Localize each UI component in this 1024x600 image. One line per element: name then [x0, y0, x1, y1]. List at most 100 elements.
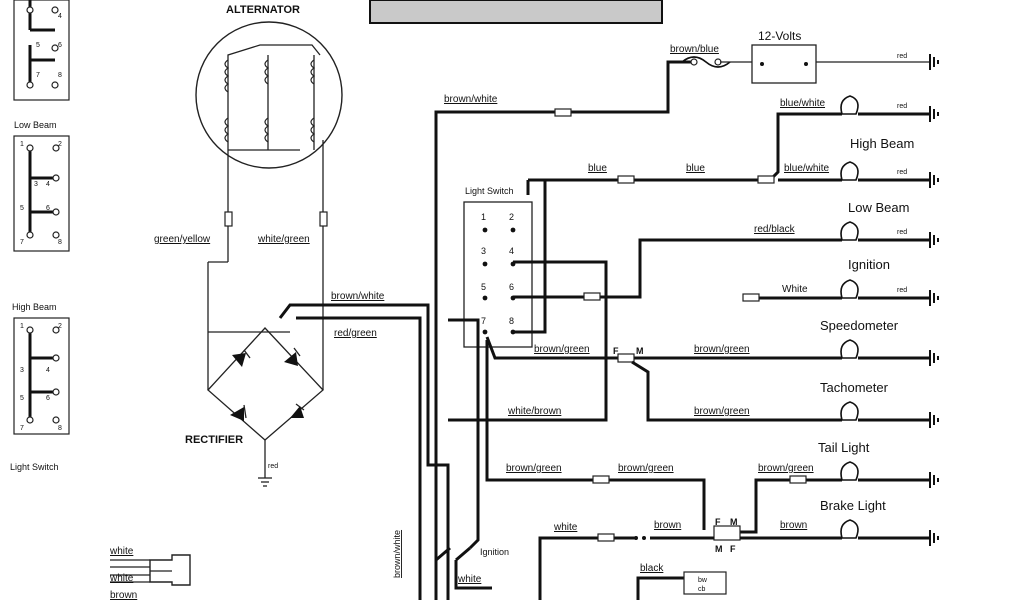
- wire-label-brown-green-1: brown/green: [534, 344, 590, 355]
- wire-label-white-brown: white/brown: [507, 406, 561, 417]
- pin-5: 5: [481, 282, 486, 292]
- indicator-bw: bw: [698, 577, 708, 584]
- side-high-pin-7: 7: [20, 425, 24, 432]
- side-pin-5-top: 5: [36, 42, 40, 49]
- wire-label-red-black: red/black: [754, 224, 796, 235]
- wire-label-blue-1: blue: [588, 163, 607, 174]
- pin-1: 1: [481, 212, 486, 222]
- light-switch-pins: 1 2 3 4 5 6 7 8: [481, 212, 516, 335]
- wire-label-brown-white-mid: brown/white: [331, 291, 385, 302]
- low-beam-label: Low Beam: [848, 200, 909, 215]
- ground-icons: [929, 54, 939, 546]
- wire-label-white-green: white/green: [257, 234, 310, 245]
- wire-label-brown-2: brown: [780, 520, 807, 531]
- side-high-pin-5: 5: [20, 395, 24, 402]
- alternator-symbol: [195, 21, 343, 169]
- ground-label-5: red: [897, 287, 907, 294]
- fuse-icon: [681, 56, 731, 68]
- fm-tag-f2: F: [715, 517, 721, 527]
- side-high-pin-2: 2: [58, 323, 62, 330]
- wire-label-black: black: [640, 563, 664, 574]
- bulb-icon-top: [840, 95, 859, 115]
- bulb-icon-ignition: [840, 279, 859, 299]
- fm-tag-m3: M: [715, 544, 723, 554]
- pin-2: 2: [509, 212, 514, 222]
- wire-label-brown-left: brown: [110, 590, 137, 600]
- side-high-pin-6: 6: [46, 395, 50, 402]
- wire-label-blue-white-2: blue/white: [784, 163, 829, 174]
- pin-7: 7: [481, 316, 486, 326]
- wire-label-brown-blue: brown/blue: [670, 44, 719, 55]
- side-low-pin-8: 8: [58, 239, 62, 246]
- wire-label-green-yellow: green/yellow: [154, 234, 211, 245]
- fm-tag-m1: M: [636, 346, 644, 356]
- pin-8: 8: [509, 316, 514, 326]
- side-low-pin-6: 6: [46, 205, 50, 212]
- ignition-label: Ignition: [848, 257, 890, 272]
- wire-label-white-2: white: [553, 522, 578, 533]
- battery-12v-label: 12-Volts: [758, 29, 801, 43]
- title-bar: [369, 0, 663, 24]
- light-switch-label: Light Switch: [465, 186, 514, 196]
- side-light-switch-label: Light Switch: [10, 462, 59, 472]
- rectifier-label: RECTIFIER: [185, 434, 243, 446]
- pin-6: 6: [509, 282, 514, 292]
- wire-label-red-green: red/green: [334, 328, 377, 339]
- wire-label-blue-white-1: blue/white: [780, 98, 825, 109]
- brake-light-label: Brake Light: [820, 498, 886, 513]
- light-switch-box: [463, 201, 533, 348]
- bulb-icon-tail-light: [840, 461, 859, 481]
- pin-3: 3: [481, 246, 486, 256]
- ground-label-4: red: [897, 229, 907, 236]
- side-low-pin-4: 4: [46, 181, 50, 188]
- wire-label-brown-green-3: brown/green: [694, 406, 750, 417]
- side-low-pin-7: 7: [20, 239, 24, 246]
- wire-label-white-3: white: [457, 574, 482, 585]
- rectifier-bridge: [207, 327, 324, 487]
- bulb-icon-speedometer: [840, 339, 859, 359]
- fm-tag-m2: M: [730, 517, 738, 527]
- wire-label-brown-green-6: brown/green: [758, 463, 814, 474]
- ignition-switch: [435, 318, 480, 562]
- side-low-pin-5: 5: [20, 205, 24, 212]
- side-high-beam-label: High Beam: [12, 302, 57, 312]
- side-high-pin-3: 3: [20, 367, 24, 374]
- bulb-icon-high-beam: [840, 161, 859, 181]
- high-beam-label: High Beam: [850, 136, 914, 151]
- bulbs: [840, 95, 859, 539]
- bulb-icon-tachometer: [840, 401, 859, 421]
- alternator-label: ALTERNATOR: [226, 4, 300, 16]
- side-low-pin-3: 3: [34, 181, 38, 188]
- wire-label-brown-green-4: brown/green: [506, 463, 562, 474]
- side-switch-top: 5 6 7 8 4: [13, 0, 70, 101]
- speedometer-label: Speedometer: [820, 318, 899, 333]
- side-low-pin-1: 1: [20, 141, 24, 148]
- ground-label-1: red: [897, 53, 907, 60]
- indicator-cb: cb: [698, 586, 706, 593]
- wire-label-brown-white-vert: brown/white: [392, 530, 402, 578]
- wire-label-white-1: White: [782, 284, 808, 295]
- side-high-pin-4: 4: [46, 367, 50, 374]
- side-low-beam-label: Low Beam: [14, 120, 57, 130]
- wire-label-blue-2: blue: [686, 163, 705, 174]
- bulb-icon-low-beam: [840, 221, 859, 241]
- side-pin-8-top: 8: [58, 72, 62, 79]
- tachometer-label: Tachometer: [820, 380, 889, 395]
- wire-label-brown-green-2: brown/green: [694, 344, 750, 355]
- connector-bottom-left: [110, 554, 191, 586]
- bulb-icon-brake-light: [840, 519, 859, 539]
- side-pin-7-top: 7: [36, 72, 40, 79]
- side-low-pin-2: 2: [58, 141, 62, 148]
- brake-switch-connector: [713, 525, 741, 541]
- rectifier-red-label: red: [268, 463, 278, 470]
- ignition-switch-label: Ignition: [480, 547, 509, 557]
- pin-4: 4: [509, 246, 514, 256]
- side-high-pin-8: 8: [58, 425, 62, 432]
- wire-label-brown-green-5: brown/green: [618, 463, 674, 474]
- ground-label-3: red: [897, 169, 907, 176]
- fm-tag-f1: F: [613, 346, 619, 356]
- tail-light-label: Tail Light: [818, 440, 870, 455]
- side-high-pin-1: 1: [20, 323, 24, 330]
- wire-label-white-left-1: white: [109, 546, 134, 557]
